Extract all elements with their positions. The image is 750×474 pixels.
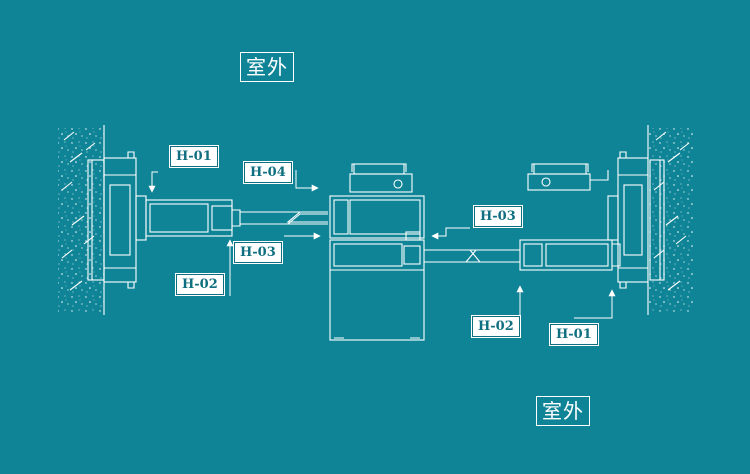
leader-right-h01 [574, 289, 616, 319]
callout-right-h02: H-02 [472, 316, 520, 337]
left-sash [145, 199, 241, 237]
left-glass [240, 211, 328, 225]
left-wall [58, 125, 105, 315]
outdoor-label-top: 室外 [240, 52, 294, 82]
leader-lines [148, 170, 616, 324]
left-frame-profile [103, 151, 147, 289]
right-glass [424, 249, 520, 263]
outdoor-label-bottom: 室外 [536, 396, 590, 426]
callout-left-h03: H-03 [234, 242, 282, 263]
callout-right-h03: H-03 [474, 206, 522, 227]
callout-right-h01: H-01 [550, 324, 598, 345]
right-frame-profile [607, 151, 649, 289]
callout-left-h02: H-02 [176, 274, 224, 295]
right-wall [647, 125, 694, 315]
right-sash [519, 239, 621, 271]
callout-left-h01: H-01 [170, 146, 218, 167]
leader-right-h03 [431, 227, 470, 240]
center-mullion [329, 163, 425, 341]
right-top-profile [527, 163, 609, 191]
leader-left-h04 [295, 170, 319, 192]
callout-left-h04: H-04 [244, 162, 292, 183]
leader-left-h01 [148, 171, 158, 193]
